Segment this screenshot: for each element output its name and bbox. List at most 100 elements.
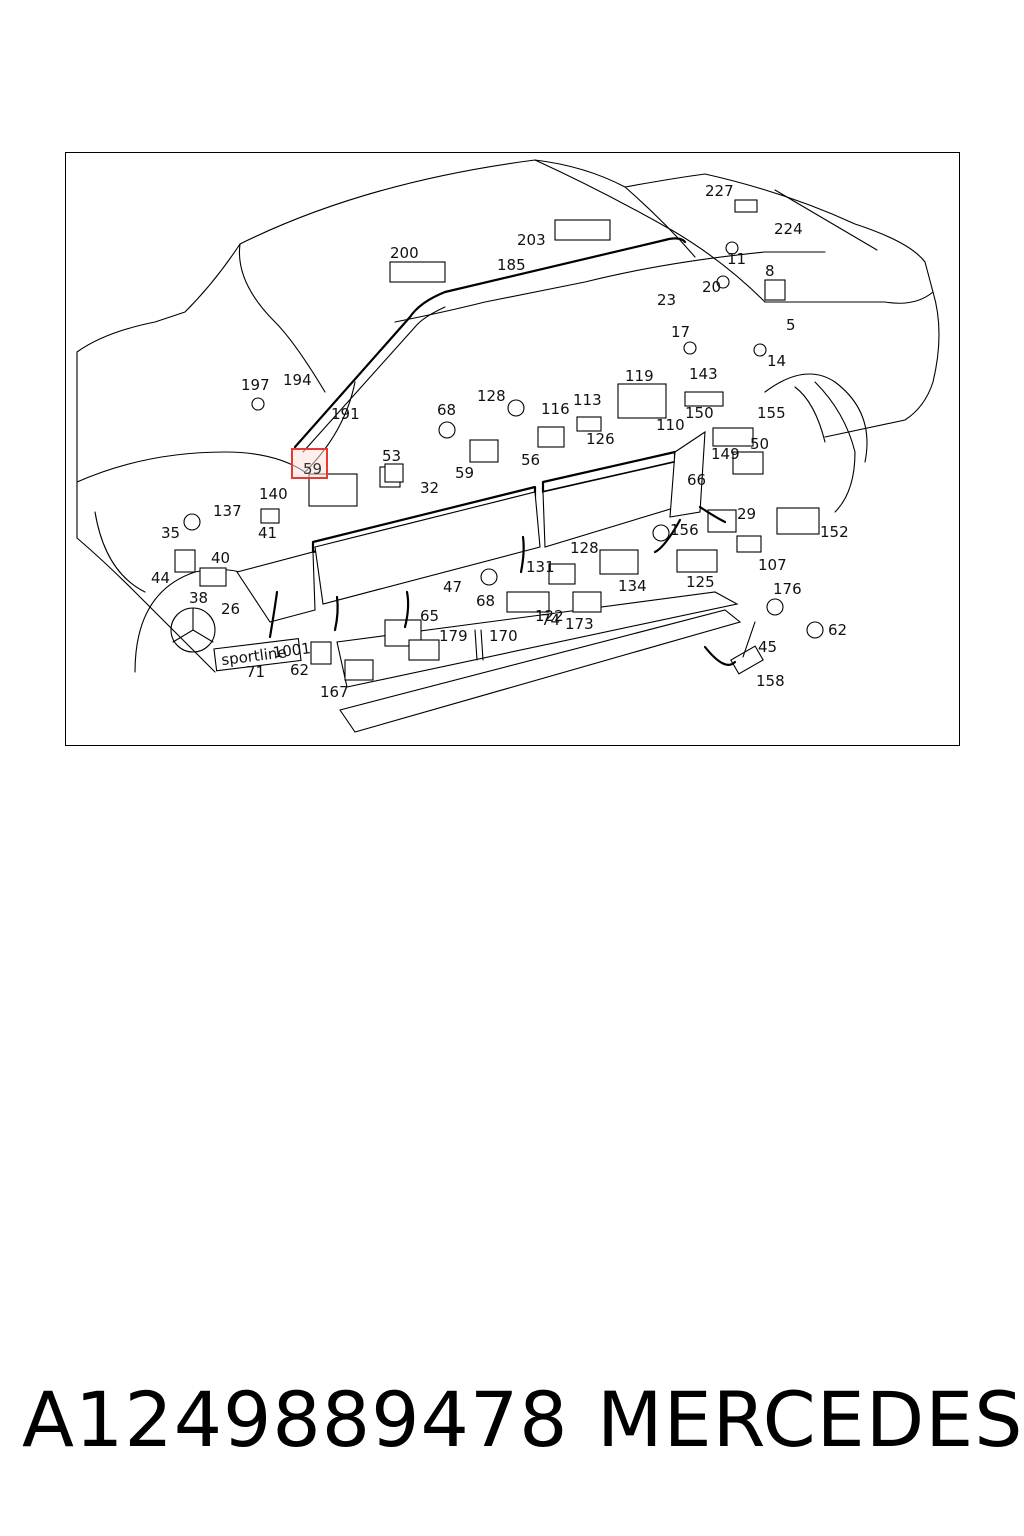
callout-label: 149 [711, 445, 740, 463]
callout-label: 191 [331, 405, 360, 423]
callout-label: 170 [489, 627, 518, 645]
brand-name: MERCEDES [597, 1375, 1024, 1464]
callout-label: 8 [765, 262, 775, 280]
clip-icon [408, 639, 440, 661]
callout-label: 47 [443, 578, 462, 596]
callout-label: 140 [259, 485, 288, 503]
callout-label: 128 [477, 387, 506, 405]
clip-icon [344, 659, 374, 681]
callout-label: 150 [685, 404, 714, 422]
callout-label: 179 [439, 627, 468, 645]
side-mouldings [236, 430, 742, 733]
screw-icon [725, 241, 739, 255]
clip-icon [384, 463, 404, 483]
clip-icon [174, 549, 196, 573]
callout-label: 113 [573, 391, 602, 409]
callout-label: 156 [670, 521, 699, 539]
clip-icon [260, 508, 280, 524]
screw-icon [766, 598, 784, 616]
clip-icon [308, 473, 358, 507]
callout-label: 32 [420, 479, 439, 497]
clips-and-fasteners [174, 199, 824, 681]
callout-label: 45 [758, 638, 777, 656]
callout-label: 11 [727, 250, 746, 268]
callout-label: 38 [189, 589, 208, 607]
callout-label: 17 [671, 323, 690, 341]
callout-label: 5 [786, 316, 796, 334]
clip-icon [684, 391, 724, 407]
part-number: A1249889478 [22, 1375, 569, 1464]
clip-icon [310, 641, 332, 665]
callout-label: 40 [211, 549, 230, 567]
callout-label: 107 [758, 556, 787, 574]
callout-label: 200 [390, 244, 419, 262]
clip-icon [676, 549, 718, 573]
screw-icon [716, 275, 730, 289]
callout-label: 74 [541, 611, 560, 629]
screw-icon [683, 341, 697, 355]
callout-label: 14 [767, 352, 786, 370]
callout-label: 167 [320, 683, 349, 701]
callout-label: 122 [535, 607, 564, 625]
callout-label: 65 [420, 607, 439, 625]
clip-icon [389, 261, 446, 283]
callout-label: 41 [258, 524, 277, 542]
callout-label: 134 [618, 577, 647, 595]
screw-icon [806, 621, 824, 639]
callout-label: 173 [565, 615, 594, 633]
callout-label: 35 [161, 524, 180, 542]
clip-icon [732, 451, 764, 475]
screw-icon [652, 524, 670, 542]
screw-icon [507, 399, 525, 417]
callout-label: 110 [656, 416, 685, 434]
clip-icon [506, 591, 550, 613]
screw-icon [753, 343, 767, 357]
callout-label: 126 [586, 430, 615, 448]
clip-icon [599, 549, 639, 575]
clip-icon [469, 439, 499, 463]
sportline-badge: sportline 1001 [213, 590, 312, 672]
callout-label: 20 [702, 278, 721, 296]
callout-label: 155 [757, 404, 786, 422]
callout-label: 194 [283, 371, 312, 389]
callout-label: 56 [521, 451, 540, 469]
clip-icon [617, 383, 667, 419]
callout-label: 53 [382, 447, 401, 465]
callout-label: 185 [497, 256, 526, 274]
clip-icon [537, 426, 565, 448]
screw-icon [251, 397, 265, 411]
screw-icon [438, 421, 456, 439]
callout-label: 29 [737, 505, 756, 523]
callout-label: 68 [437, 401, 456, 419]
clip-icon [712, 427, 754, 447]
clip-icon [734, 199, 758, 213]
callout-label: 68 [476, 592, 495, 610]
roof-trim [293, 189, 878, 453]
highlighted-callout-label: 59 [303, 460, 322, 478]
callout-label: 128 [570, 539, 599, 557]
callout-label: 143 [689, 365, 718, 383]
clip-icon [548, 563, 576, 585]
callout-label: 116 [541, 400, 570, 418]
callout-label: 224 [774, 220, 803, 238]
callout-label: 26 [221, 600, 240, 618]
callout-label: 197 [241, 376, 270, 394]
parts-diagram: sportline 1001 [76, 159, 940, 733]
clip-icon [730, 645, 764, 675]
callout-label: 59 [455, 464, 474, 482]
callout-label: 23 [657, 291, 676, 309]
callout-label: 152 [820, 523, 849, 541]
highlighted-callout: 59 [291, 448, 328, 479]
callout-label: 119 [625, 367, 654, 385]
callout-label: 125 [686, 573, 715, 591]
callout-label: 137 [213, 502, 242, 520]
footer: A1249889478 MERCEDES [0, 1365, 1024, 1475]
clip-icon [576, 416, 602, 432]
callout-label: 227 [705, 182, 734, 200]
clip-icon [554, 219, 611, 241]
callout-label: 131 [526, 558, 555, 576]
callout-label: 71 [246, 663, 265, 681]
badge-number: 1001 [272, 639, 312, 662]
clip-icon [199, 567, 227, 587]
